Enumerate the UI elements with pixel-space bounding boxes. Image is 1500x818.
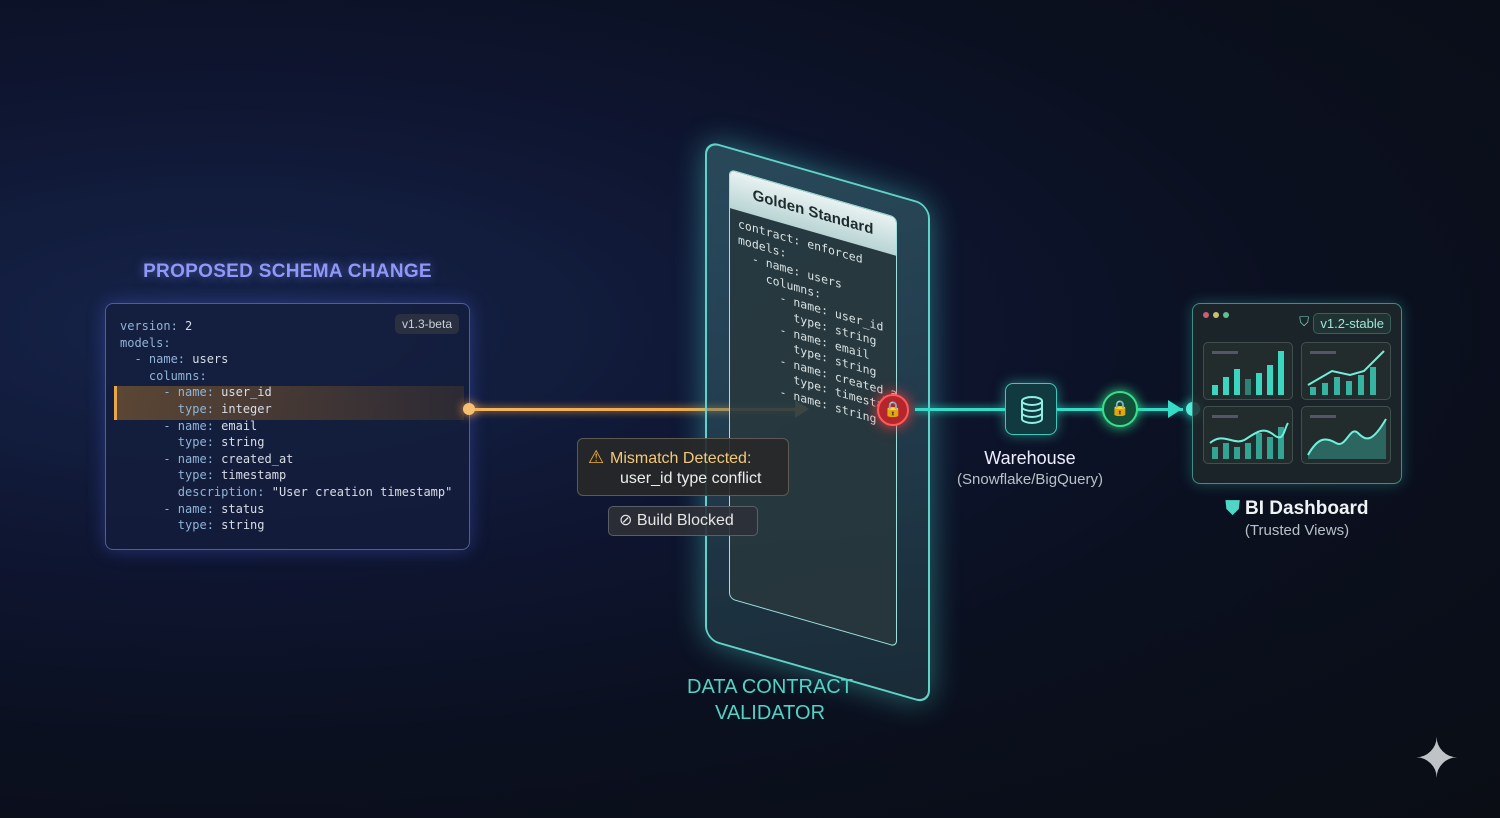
conflict-connector-dot: [463, 403, 475, 415]
code-key: - name:: [163, 418, 214, 433]
validator-title: DATA CONTRACT VALIDATOR: [650, 674, 890, 726]
code-value: user_id: [213, 385, 272, 400]
code-key: type:: [177, 402, 214, 416]
validator-title-line1: DATA CONTRACT: [687, 676, 853, 698]
code-key: description:: [177, 485, 265, 499]
version-badge: v1.3-beta: [394, 314, 459, 334]
warehouse-sublabel: (Snowflake/BigQuery): [957, 471, 1103, 488]
verified-shield-icon: ⛊: [1225, 498, 1245, 519]
code-line: - name: users: [120, 351, 228, 368]
validator-screen: Golden Standard contract: enforced model…: [729, 168, 897, 648]
code-line: - name: email: [120, 418, 257, 435]
stable-version-badge: v1.2-stable: [1313, 313, 1391, 334]
build-status: Build Blocked: [636, 512, 734, 529]
build-blocked-badge: ⊘ Build Blocked: [608, 506, 758, 536]
code-key: type:: [177, 435, 214, 450]
code-value: users: [185, 352, 229, 367]
trend-chart-tile: [1301, 342, 1391, 400]
code-value: status: [213, 501, 265, 516]
mismatch-alert: ⚠ Mismatch Detected: user_id type conflic…: [577, 438, 789, 496]
code-line: - name: status: [120, 501, 265, 518]
validator-title-line2: VALIDATOR: [714, 702, 826, 724]
code-value: created_at: [213, 451, 294, 466]
code-value: email: [213, 418, 258, 433]
code-line: models:: [120, 335, 171, 352]
code-line: - name: created_at: [120, 451, 293, 468]
code-key: columns:: [148, 368, 207, 383]
valid-arrow-icon: [1168, 400, 1182, 418]
dashboard-sublabel: (Trusted Views): [1244, 522, 1350, 539]
code-key: - name:: [163, 501, 214, 516]
code-key: - name:: [163, 385, 214, 400]
area-chart-tile: [1301, 406, 1391, 464]
code-line: description: "User creation timestamp": [120, 484, 453, 501]
warning-icon: ⚠: [588, 447, 605, 467]
code-value: string: [213, 435, 265, 450]
code-value: "User creation timestamp": [264, 485, 453, 499]
code-value: timestamp: [213, 468, 287, 483]
code-line: columns:: [120, 368, 207, 385]
code-line: version: 2: [120, 318, 192, 335]
secure-lock-icon: 🔒: [1102, 391, 1138, 427]
code-key: - name:: [134, 352, 186, 367]
code-value: string: [213, 518, 265, 533]
code-line: type: string: [120, 434, 265, 451]
window-dot-yellow: [1213, 312, 1219, 318]
alert-title: Mismatch Detected:: [610, 450, 752, 467]
conflict-highlight: [114, 386, 464, 420]
window-dot-green: [1223, 312, 1229, 318]
code-key: - name:: [163, 451, 214, 466]
code-line: type: string: [120, 517, 265, 534]
alert-detail: user_id type conflict: [620, 470, 762, 487]
blocked-lock-icon: 🔒: [877, 394, 909, 426]
combo-chart-tile: [1203, 406, 1293, 464]
shield-icon: ⛉: [1299, 314, 1309, 329]
window-dot-red: [1203, 312, 1209, 318]
blocked-icon: ⊘: [619, 512, 637, 529]
code-value: 2: [177, 319, 193, 333]
dashboard-title-text: BI Dashboard: [1245, 498, 1369, 519]
sparkle-icon: ✦: [1414, 729, 1460, 789]
code-key: type:: [177, 518, 214, 533]
code-value: integer: [213, 402, 272, 416]
code-key: models:: [120, 335, 171, 350]
proposed-schema-title: PROPOSED SCHEMA CHANGE: [143, 261, 432, 282]
warehouse-label: Warehouse: [984, 448, 1076, 468]
code-key: version:: [120, 319, 178, 333]
code-line: - name: user_id: [120, 384, 272, 401]
code-key: type:: [177, 468, 214, 483]
bar-chart-tile: [1203, 342, 1293, 400]
database-icon: [1005, 383, 1057, 435]
conflict-connector: [469, 408, 799, 411]
bi-dashboard-window: ⛉ v1.2-stable: [1192, 303, 1402, 484]
code-line: type: timestamp: [120, 467, 286, 484]
dashboard-title: ⛊ BI Dashboard: [1192, 498, 1402, 520]
code-line: type: integer: [120, 401, 272, 418]
